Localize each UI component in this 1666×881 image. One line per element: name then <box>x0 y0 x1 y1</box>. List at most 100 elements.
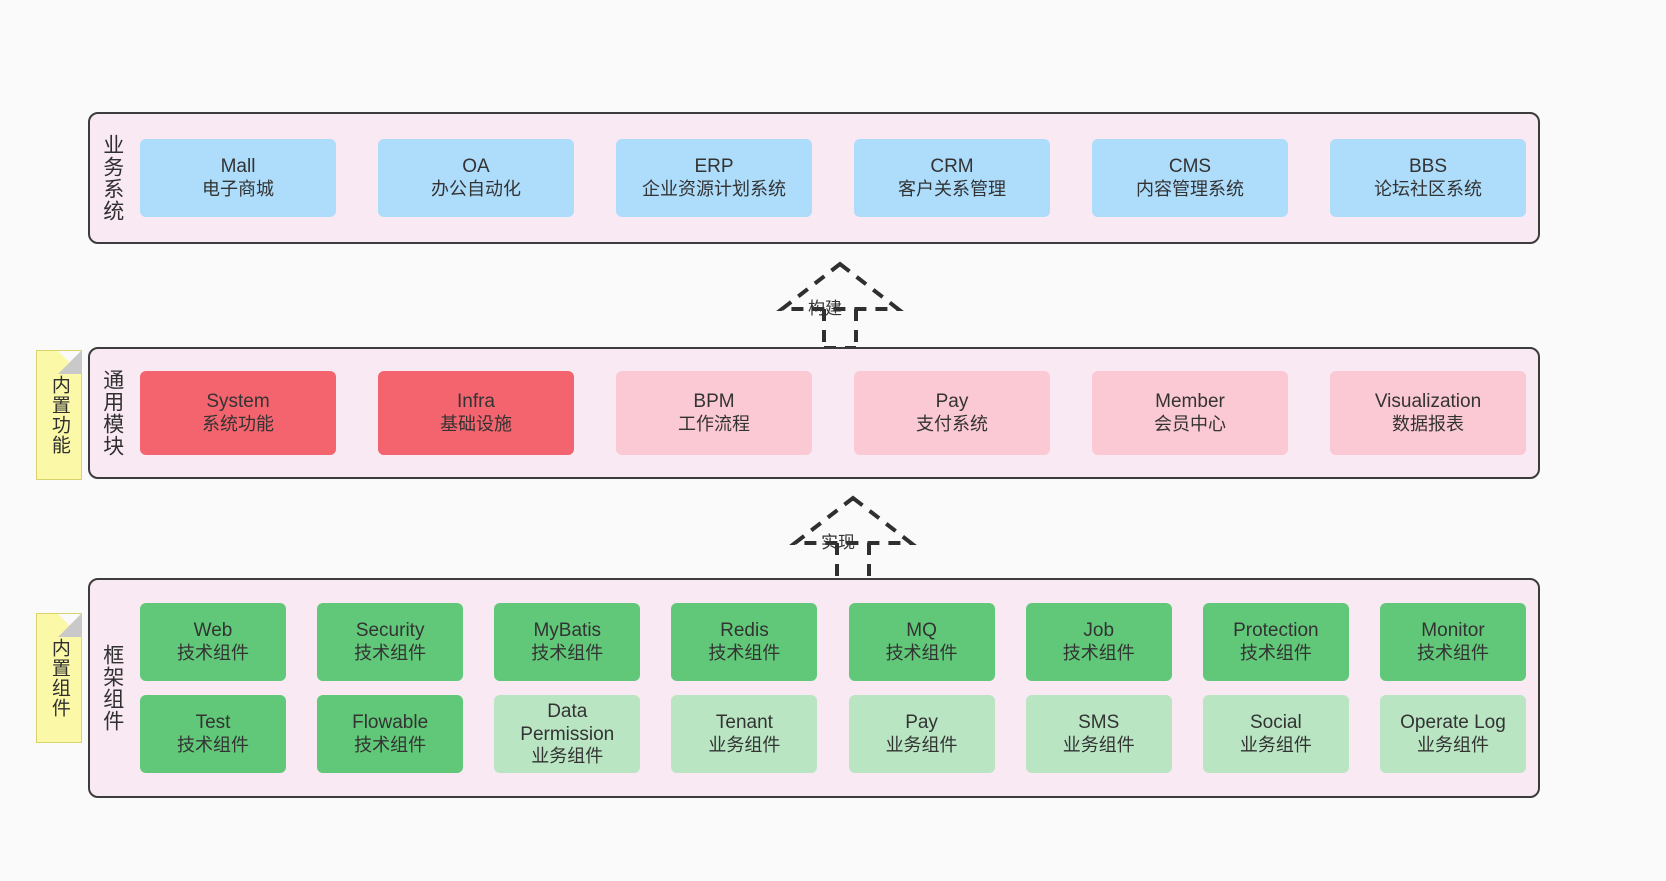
node-pay-component-title: Pay <box>905 712 938 734</box>
node-member[interactable]: Member 会员中心 <box>1092 371 1288 455</box>
node-member-subtitle: 会员中心 <box>1154 413 1226 434</box>
layer-body-business-system: Mall 电子商城 OA 办公自动化 ERP 企业资源计划系统 CRM 客户关系… <box>134 114 1538 242</box>
node-operate-log-title: Operate Log <box>1400 712 1506 734</box>
node-pay-module[interactable]: Pay 支付系统 <box>854 371 1050 455</box>
node-social-subtitle: 业务组件 <box>1239 734 1312 755</box>
node-protection-subtitle: 技术组件 <box>1239 642 1312 663</box>
node-social-title: Social <box>1249 712 1302 734</box>
layer-business-system: 业务系统 Mall 电子商城 OA 办公自动化 ERP 企业资源计划系统 CRM… <box>88 112 1540 244</box>
node-mall[interactable]: Mall 电子商城 <box>140 139 336 217</box>
node-protection-title: Protection <box>1233 620 1319 642</box>
connector-build-icon <box>776 261 904 350</box>
node-crm[interactable]: CRM 客户关系管理 <box>854 139 1050 217</box>
node-security-title: Security <box>355 620 425 642</box>
layer-title-business-system: 业务系统 <box>100 134 124 222</box>
node-web-title: Web <box>193 620 233 642</box>
node-pay-module-subtitle: 支付系统 <box>916 413 988 434</box>
node-crm-title: CRM <box>930 156 974 178</box>
node-erp-subtitle: 企业资源计划系统 <box>642 178 786 199</box>
connector-implement-icon <box>789 495 917 584</box>
node-crm-subtitle: 客户关系管理 <box>898 178 1006 199</box>
node-job-title: Job <box>1083 620 1115 642</box>
node-monitor-title: Monitor <box>1421 620 1485 642</box>
node-flowable-subtitle: 技术组件 <box>354 734 427 755</box>
node-redis-subtitle: 技术组件 <box>708 642 781 663</box>
node-flowable-title: Flowable <box>352 712 429 734</box>
node-mybatis[interactable]: MyBatis 技术组件 <box>494 603 641 681</box>
node-infra-title: Infra <box>456 391 496 413</box>
node-mall-subtitle: 电子商城 <box>202 178 274 199</box>
node-test-subtitle: 技术组件 <box>177 734 249 755</box>
node-security-subtitle: 技术组件 <box>354 642 427 663</box>
node-sms-title: SMS <box>1078 712 1120 734</box>
node-tenant-subtitle: 业务组件 <box>708 734 781 755</box>
node-infra[interactable]: Infra 基础设施 <box>378 371 574 455</box>
node-pay-component[interactable]: Pay 业务组件 <box>848 695 995 773</box>
node-protection[interactable]: Protection 技术组件 <box>1202 603 1349 681</box>
node-operate-log-subtitle: 业务组件 <box>1416 734 1489 755</box>
node-security[interactable]: Security 技术组件 <box>317 603 464 681</box>
node-test-title: Test <box>195 712 231 734</box>
layer-framework-components: 框架组件 Web 技术组件 Security 技术组件 MyBatis 技术组件… <box>88 578 1540 798</box>
node-oa-subtitle: 办公自动化 <box>431 178 521 199</box>
framework-row-technical: Web 技术组件 Security 技术组件 MyBatis 技术组件 Redi… <box>140 603 1526 681</box>
node-system[interactable]: System 系统功能 <box>140 371 336 455</box>
layer-common-modules: 通用模块 System 系统功能 Infra 基础设施 BPM 工作流程 Pay… <box>88 347 1540 479</box>
node-redis[interactable]: Redis 技术组件 <box>671 603 818 681</box>
node-erp[interactable]: ERP 企业资源计划系统 <box>616 139 812 217</box>
node-redis-title: Redis <box>720 620 769 642</box>
node-tenant[interactable]: Tenant 业务组件 <box>671 695 818 773</box>
node-monitor-subtitle: 技术组件 <box>1416 642 1489 663</box>
node-web-subtitle: 技术组件 <box>177 642 249 663</box>
layer-body-common-modules: System 系统功能 Infra 基础设施 BPM 工作流程 Pay 支付系统… <box>134 349 1538 477</box>
connector-build-label: 构建 <box>808 299 842 318</box>
node-bpm-subtitle: 工作流程 <box>678 413 750 434</box>
node-system-title: System <box>206 391 270 413</box>
node-oa[interactable]: OA 办公自动化 <box>378 139 574 217</box>
node-bbs-title: BBS <box>1408 156 1448 178</box>
node-cms[interactable]: CMS 内容管理系统 <box>1092 139 1288 217</box>
layer-body-framework-components: Web 技术组件 Security 技术组件 MyBatis 技术组件 Redi… <box>134 580 1538 796</box>
node-test[interactable]: Test 技术组件 <box>140 695 286 773</box>
node-bbs-subtitle: 论坛社区系统 <box>1374 178 1482 199</box>
connector-implement-label: 实现 <box>821 533 855 552</box>
node-oa-title: OA <box>462 156 490 178</box>
layer-title-framework-components: 框架组件 <box>100 644 124 732</box>
node-mq[interactable]: MQ 技术组件 <box>848 603 995 681</box>
node-mq-subtitle: 技术组件 <box>885 642 958 663</box>
node-visualization-subtitle: 数据报表 <box>1392 413 1464 434</box>
node-bpm[interactable]: BPM 工作流程 <box>616 371 812 455</box>
node-pay-component-subtitle: 业务组件 <box>885 734 958 755</box>
node-social[interactable]: Social 业务组件 <box>1202 695 1349 773</box>
node-mybatis-title: MyBatis <box>533 620 602 642</box>
node-mq-title: MQ <box>906 620 937 642</box>
node-data-permission-title: Data Permission <box>520 700 615 746</box>
node-web[interactable]: Web 技术组件 <box>140 603 286 681</box>
node-visualization[interactable]: Visualization 数据报表 <box>1330 371 1526 455</box>
node-mall-title: Mall <box>220 156 256 178</box>
node-sms[interactable]: SMS 业务组件 <box>1025 695 1172 773</box>
node-bpm-title: BPM <box>693 391 735 413</box>
note-builtin-components: 内置组件 <box>36 613 82 743</box>
note-builtin-features-label: 内置功能 <box>48 375 70 455</box>
connector-implement: 实现 <box>763 492 943 584</box>
note-builtin-components-label: 内置组件 <box>48 638 70 718</box>
node-cms-subtitle: 内容管理系统 <box>1136 178 1244 199</box>
node-operate-log[interactable]: Operate Log 业务组件 <box>1379 695 1526 773</box>
node-data-permission[interactable]: Data Permission 业务组件 <box>494 695 641 773</box>
node-member-title: Member <box>1155 391 1225 413</box>
node-mybatis-subtitle: 技术组件 <box>531 642 604 663</box>
node-tenant-title: Tenant <box>715 712 773 734</box>
node-job[interactable]: Job 技术组件 <box>1025 603 1172 681</box>
node-system-subtitle: 系统功能 <box>202 413 274 434</box>
node-job-subtitle: 技术组件 <box>1062 642 1135 663</box>
node-monitor[interactable]: Monitor 技术组件 <box>1379 603 1526 681</box>
node-cms-title: CMS <box>1168 156 1212 178</box>
node-pay-module-title: Pay <box>935 391 969 413</box>
node-flowable[interactable]: Flowable 技术组件 <box>317 695 464 773</box>
framework-row-business: Test 技术组件 Flowable 技术组件 Data Permission … <box>140 695 1526 773</box>
note-builtin-features: 内置功能 <box>36 350 82 480</box>
node-bbs[interactable]: BBS 论坛社区系统 <box>1330 139 1526 217</box>
connector-build: 构建 <box>750 258 930 350</box>
